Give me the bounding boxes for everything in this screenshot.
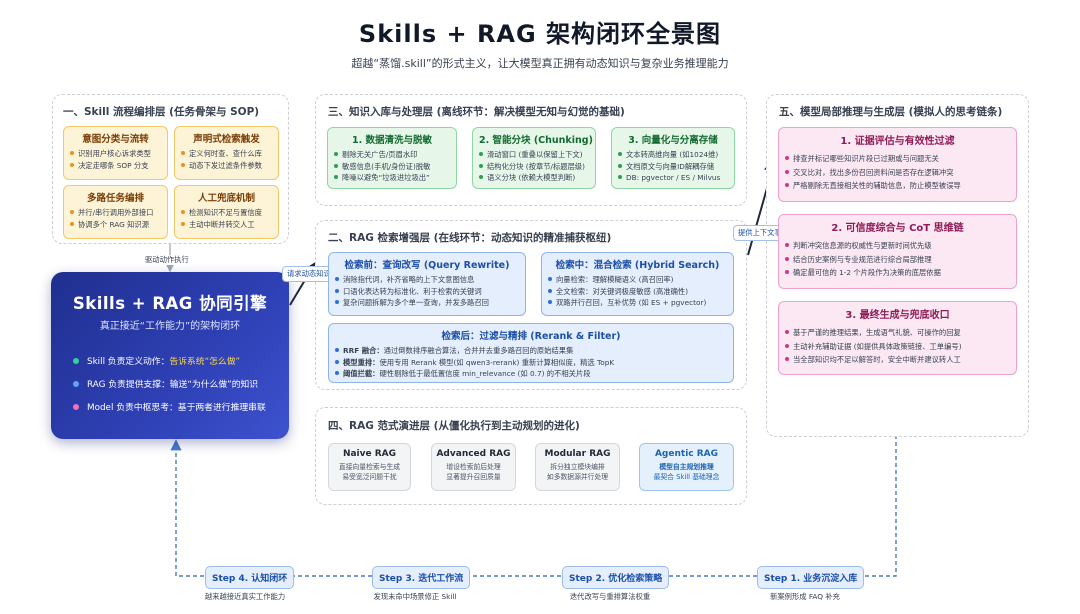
knowledge-layer-title: 三、知识入库与处理层 (离线环节：解决模型无知与幻觉的基础) <box>328 106 625 118</box>
skill-layer-title: 一、Skill 流程编排层 (任务骨架与 SOP) <box>63 106 260 118</box>
page-subtitle: 超越“蒸馏.skill”的形式主义，让大模型真正拥有动态知识与复杂业务推理能力 <box>351 57 729 70</box>
drive-label: 驱动动作执行 <box>143 255 191 265</box>
reasoning-card-cot: 2. 可信度综合与 CoT 思维链 判断冲突信息源的权威性与更新时间优先级 结合… <box>778 214 1017 289</box>
step-2-desc: 迭代改写与重排算法权重 <box>569 592 651 601</box>
knowledge-card-chunking: 2. 智能分块 (Chunking) 滑动窗口 (重叠以保留上下文) 结构化分块… <box>472 127 596 189</box>
knowledge-card-cleaning: 1. 数据清洗与脱敏 剔除无关广告/页眉水印 敏感信息(手机/身份证)脱敏 降噪… <box>327 127 457 189</box>
skill-card-intent: 意图分类与流转 识别用户核心诉求类型 决定走哪条 SOP 分支 <box>63 126 168 180</box>
engine-title: Skills + RAG 协同引擎 <box>72 294 268 313</box>
engine-row-model: Model 负责中枢思考：基于两者进行推理串联 <box>73 400 266 413</box>
engine-row-rag: RAG 负责提供支撑：输送“为什么做”的知识 <box>73 377 258 390</box>
step-1-desc: 新案例形成 FAQ 补充 <box>770 592 840 601</box>
paradigm-naive: Naive RAG 直接向量检索与生成 易受宽泛问题干扰 <box>328 443 411 491</box>
reasoning-layer-title: 五、模型局部推理与生成层 (模拟人的思考链条) <box>779 106 1003 118</box>
retrieval-layer-title: 二、RAG 检索增强层 (在线环节：动态知识的精准捕获枢纽) <box>328 232 612 244</box>
step-2-button: Step 2. 优化检索策略 <box>562 566 670 589</box>
blue-dot-icon <box>73 381 79 387</box>
retrieval-card-hybrid: 检索中：混合检索 (Hybrid Search) 向量检索：理解模糊语义 (高召… <box>541 252 734 316</box>
step-3-button: Step 3. 迭代工作流 <box>372 566 471 589</box>
paradigm-layer-title: 四、RAG 范式演进层 (从僵化执行到主动规划的进化) <box>328 420 580 432</box>
knowledge-card-vectorization: 3. 向量化与分离存储 文本转高维向量 (如1024维) 文档原文与向量ID解耦… <box>611 127 735 189</box>
engine-row-skill: Skill 负责定义动作：告诉系统“怎么做” <box>73 354 240 367</box>
retrieval-card-pre: 检索前：查询改写 (Query Rewrite) 消除指代词，补齐省略的上下文意… <box>328 252 526 316</box>
step-4-button: Step 4. 认知闭环 <box>205 566 295 589</box>
paradigm-advanced: Advanced RAG 增设检索前后处理 显著提升召回质量 <box>431 443 516 491</box>
step-3-desc: 发现未命中场景修正 Skill <box>373 592 457 601</box>
paradigm-modular: Modular RAG 拆分独立模块编排 如多数据源并行处理 <box>535 443 620 491</box>
reasoning-card-generation: 3. 最终生成与兜底收口 基于严谨的推理结果，生成语气礼貌、可操作的回复 主动补… <box>778 301 1017 375</box>
pink-dot-icon <box>73 404 79 410</box>
green-dot-icon <box>73 358 79 364</box>
page-title: Skills + RAG 架构闭环全景图 <box>358 20 722 48</box>
skill-card-retrieval-trigger: 声明式检索触发 定义何时查、查什么库 动态下发过滤条件参数 <box>174 126 279 180</box>
skill-card-orchestration: 多路任务编排 并行/串行调用外部接口 协调多个 RAG 知识源 <box>63 185 168 239</box>
skill-card-human-fallback: 人工兜底机制 检测知识不足与置信度 主动中断并转交人工 <box>174 185 279 239</box>
engine-subtitle: 真正接近“工作能力”的架构闭环 <box>99 321 241 332</box>
synergy-engine: Skills + RAG 协同引擎 真正接近“工作能力”的架构闭环 Skill … <box>51 272 289 439</box>
feedback-loop <box>170 372 897 577</box>
reasoning-card-evidence: 1. 证据评估与有效性过滤 排查并标记哪些知识片段已过期或与问题无关 交叉比对，… <box>778 127 1017 202</box>
step-1-button: Step 1. 业务沉淀入库 <box>757 566 865 589</box>
retrieval-card-rerank: 检索后：过滤与精排 (Rerank & Filter) RRF 融合：通过倒数排… <box>328 323 734 383</box>
paradigm-agentic: Agentic RAG 模型自主规划推理 最契合 Skill 基础理念 <box>639 443 734 491</box>
step-4-desc: 越来越接近真实工作能力 <box>204 592 286 601</box>
